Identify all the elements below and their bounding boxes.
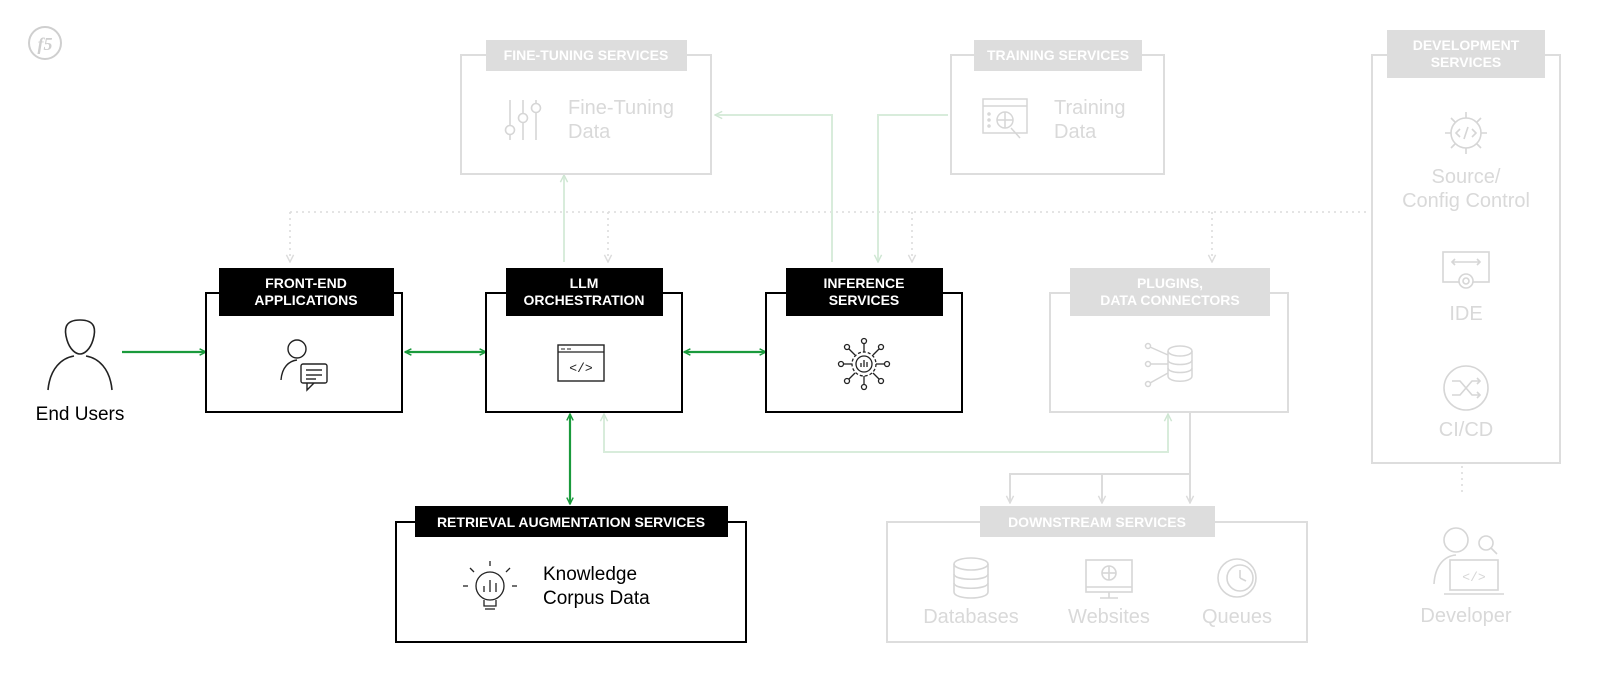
llm-orchestration-box[interactable]: LLM ORCHESTRATION </>: [485, 268, 683, 413]
user-chat-icon: [280, 339, 328, 392]
training-title: TRAINING SERVICES: [987, 47, 1129, 63]
inference-title-line1: INFERENCE: [824, 275, 905, 291]
front-end-title-line2: APPLICATIONS: [254, 292, 357, 308]
fine-tuning-label-line1: Fine-Tuning: [568, 97, 674, 119]
llm-header: [506, 268, 663, 316]
fine-tuning-box[interactable]: FINE-TUNING SERVICES Fine-Tuning Data: [460, 40, 712, 175]
end-users: End Users: [36, 319, 125, 425]
downstream-header: [980, 506, 1215, 537]
training-label-line1: Training: [1054, 97, 1126, 119]
dev-item-ide: IDE: [1449, 303, 1482, 325]
plugins-box[interactable]: PLUGINS, DATA CONNECTORS: [1049, 268, 1289, 413]
website-icon: [1085, 559, 1133, 599]
developer-code-glyph: </>: [1462, 570, 1486, 585]
sliders-icon: [504, 100, 542, 140]
dev-item-source-line2: Config Control: [1402, 190, 1530, 212]
inference-box[interactable]: INFERENCE SERVICES: [765, 268, 963, 413]
dev-item-cicd: CI/CD: [1439, 419, 1493, 441]
retrieval-box[interactable]: RETRIEVAL AUGMENTATION SERVICES Knowledg…: [395, 506, 747, 643]
training-label-line2: Data: [1054, 121, 1097, 143]
training-box[interactable]: TRAINING SERVICES Training Data: [950, 40, 1165, 175]
downstream-item-websites: Websites: [1068, 606, 1150, 628]
end-users-label: End Users: [36, 404, 125, 425]
code-glyph: </>: [569, 361, 593, 376]
database-icon: [953, 557, 989, 599]
front-end-box[interactable]: FRONT-END APPLICATIONS: [205, 268, 403, 413]
development-header: [1387, 30, 1545, 78]
database-connector-icon: [1144, 342, 1193, 388]
downstream-box[interactable]: DOWNSTREAM SERVICES Databases Websites Q…: [886, 506, 1308, 643]
inference-title-line2: SERVICES: [829, 292, 900, 308]
faded-connectors: [564, 115, 1168, 453]
plugins-title-line2: DATA CONNECTORS: [1100, 292, 1239, 308]
llm-title-line2: ORCHESTRATION: [523, 292, 644, 308]
user-icon: [47, 319, 113, 391]
plugins-title-line1: PLUGINS,: [1137, 275, 1203, 291]
front-end-header: [219, 268, 394, 316]
llm-title-line1: LLM: [570, 275, 599, 291]
development-title-line2: SERVICES: [1431, 54, 1502, 70]
downstream-item-databases: Databases: [923, 606, 1019, 628]
plugins-header: [1070, 268, 1270, 316]
development-title-line1: DEVELOPMENT: [1413, 37, 1520, 53]
fine-tuning-label-line2: Data: [568, 121, 611, 143]
developer-label: Developer: [1420, 605, 1512, 627]
training-header: [974, 40, 1142, 71]
queue-clock-icon: [1217, 558, 1257, 598]
f5-logo-text: f5: [38, 34, 53, 54]
retrieval-label-line1: Knowledge: [543, 564, 637, 585]
downstream-item-queues: Queues: [1202, 606, 1272, 628]
code-window-icon: </>: [557, 344, 605, 382]
retrieval-label-line2: Corpus Data: [543, 588, 650, 609]
ai-network-icon: [837, 337, 891, 391]
data-globe-icon: [982, 98, 1028, 139]
dotted-connectors: [290, 211, 1463, 496]
developer-laptop-icon: </>: [1433, 527, 1504, 595]
downstream-connectors: [1010, 413, 1190, 503]
development-box[interactable]: DEVELOPMENT SERVICES Source/ Config Cont…: [1371, 30, 1561, 464]
front-end-title-line1: FRONT-END: [265, 275, 347, 291]
active-connectors: [122, 352, 766, 504]
retrieval-title: RETRIEVAL AUGMENTATION SERVICES: [437, 514, 705, 530]
developer: </> Developer: [1420, 527, 1512, 627]
fine-tuning-header: [486, 40, 687, 71]
fine-tuning-title: FINE-TUNING SERVICES: [504, 47, 669, 63]
gear-code-icon: [1445, 112, 1487, 154]
downstream-title: DOWNSTREAM SERVICES: [1008, 514, 1186, 530]
ide-icon: [1442, 251, 1490, 289]
dev-item-source-line1: Source/: [1432, 166, 1501, 188]
lightbulb-chart-icon: [463, 561, 517, 610]
inference-header: [786, 268, 943, 316]
retrieval-header: [415, 506, 728, 537]
shuffle-icon: [1443, 365, 1489, 411]
f5-logo-icon: f5: [28, 26, 62, 60]
